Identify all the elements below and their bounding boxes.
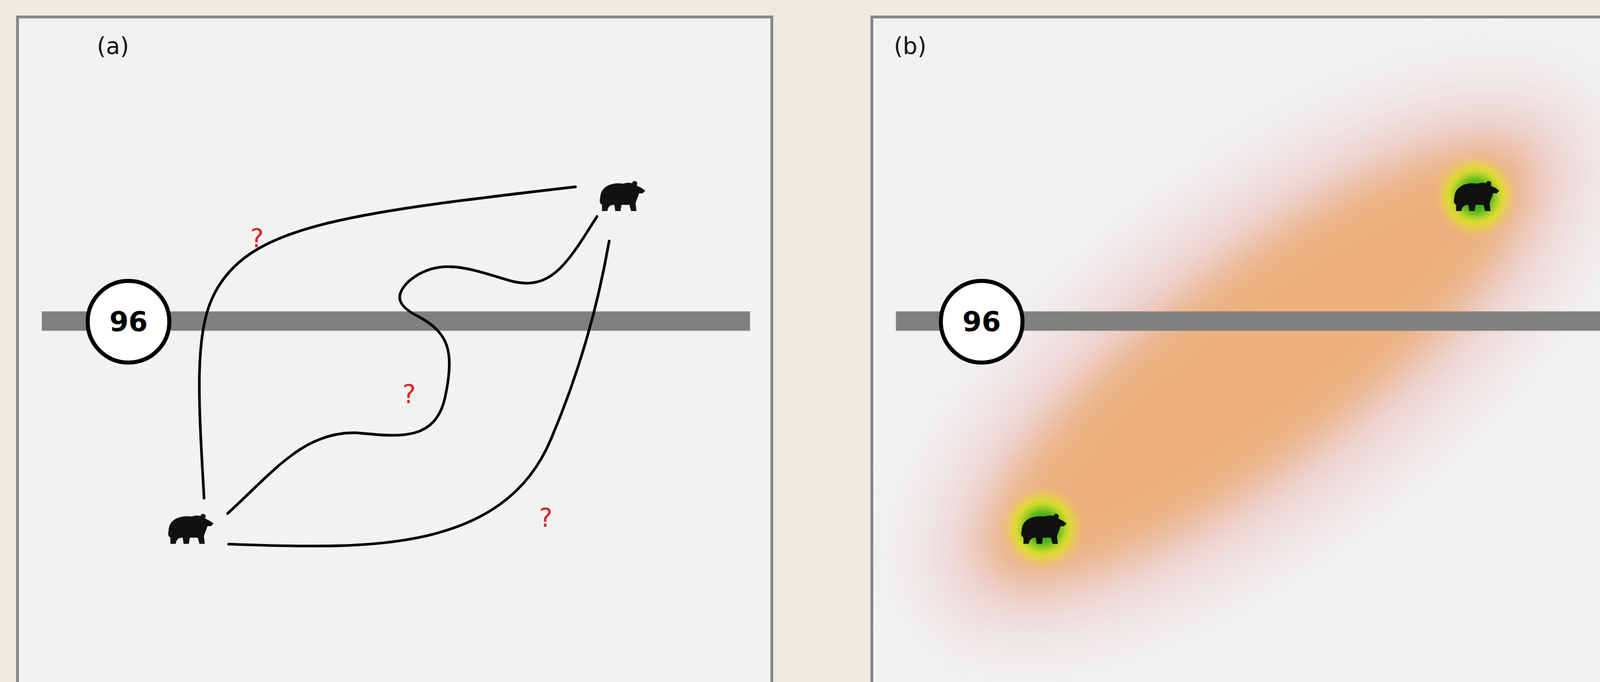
highway-number: 96 [962,305,1001,338]
panel-ground [16,15,774,682]
uncertainty-mark: ? [539,502,553,532]
panel-label: (a) [97,32,130,60]
highway-number: 96 [109,305,148,338]
heat-map [873,18,1600,682]
highway-shield: 96 [85,278,172,365]
movement-paths [199,186,610,547]
map-panel: (a) 96 [16,15,774,682]
map-panel: (b) 96 [870,15,1600,682]
uncertainty-mark: ? [402,379,416,409]
highway-shield: 96 [938,278,1025,365]
bear-icon [1453,181,1500,211]
bear-icon [167,513,214,544]
bear-icon [599,181,646,211]
panel-label: (b) [893,32,927,60]
uncertainty-mark: ? [250,223,264,253]
bear-icon [1021,513,1067,544]
